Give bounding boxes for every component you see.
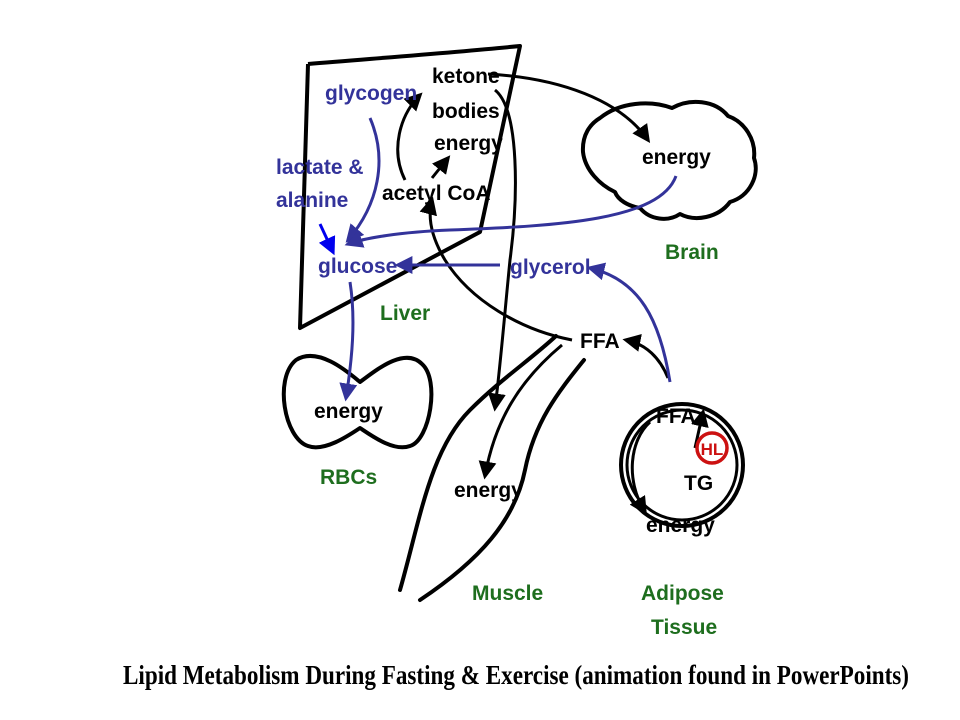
adipose-ffa-label: FFA bbox=[656, 405, 696, 428]
adipose-name-label-line2: Tissue bbox=[651, 616, 717, 639]
liver-glucose-label: glucose bbox=[318, 255, 397, 278]
arrow-adipose-to-glycerol bbox=[586, 262, 672, 383]
muscle-outline-right bbox=[418, 358, 586, 602]
arrow-ketone-to-muscle bbox=[487, 88, 517, 412]
ffa-label: FFA bbox=[580, 330, 620, 353]
liver-glycogen-label: glycogen bbox=[325, 82, 417, 105]
slide-caption: Lipid Metabolism During Fasting & Exerci… bbox=[123, 660, 909, 690]
rbc-outline bbox=[281, 353, 434, 450]
liver-ketone-label-line1: ketone bbox=[432, 65, 500, 88]
lactate-alanine-label-line2: alanine bbox=[276, 189, 348, 212]
brain-outline bbox=[580, 99, 758, 221]
muscle-energy-label: energy bbox=[454, 479, 523, 502]
adipose-cell-outer bbox=[619, 402, 745, 528]
arrow-ffa-to-acetylcoa bbox=[419, 196, 573, 342]
arrow-acetylcoa-to-energy bbox=[430, 155, 451, 179]
liver-acetylcoa-label: acetyl CoA bbox=[382, 182, 491, 205]
arrow-ffa-to-muscle bbox=[478, 343, 563, 480]
liver-ketone-label-line2: bodies bbox=[432, 100, 500, 123]
glycerol-label: glycerol bbox=[510, 256, 591, 279]
arrow-lactate-to-glucose bbox=[318, 223, 336, 256]
rbc-energy-label: energy bbox=[314, 400, 383, 423]
arrow-ketone-to-brain bbox=[487, 72, 651, 143]
muscle-name-label: Muscle bbox=[472, 582, 543, 605]
arrow-brain-to-glucose bbox=[344, 175, 678, 248]
liver-energy-label: energy bbox=[434, 132, 503, 155]
arrow-glycogen-to-glucose bbox=[345, 117, 381, 243]
liver-outline bbox=[298, 44, 522, 330]
adipose-cell-inner bbox=[625, 408, 739, 522]
brain-name-label: Brain bbox=[665, 241, 719, 264]
arrow-ffa-to-energy-adipose bbox=[629, 420, 652, 516]
arrow-tg-to-ffa bbox=[691, 408, 709, 449]
hl-label: HL bbox=[701, 440, 724, 459]
rbc-name-label: RBCs bbox=[320, 466, 377, 489]
arrow-glucose-to-rbc bbox=[339, 281, 358, 402]
adipose-tg-label: TG bbox=[684, 472, 713, 495]
hl-badge-circle bbox=[695, 431, 729, 465]
arrow-acetylcoa-to-ketone bbox=[396, 92, 423, 181]
brain-energy-label: energy bbox=[642, 146, 711, 169]
liver-name-label: Liver bbox=[380, 302, 430, 325]
muscle-outline-left bbox=[398, 334, 558, 592]
lactate-alanine-label-line1: lactate & bbox=[276, 156, 364, 179]
adipose-energy-label: energy bbox=[646, 514, 715, 537]
adipose-name-label-line1: Adipose bbox=[641, 582, 724, 605]
arrow-adipose-to-ffa bbox=[622, 334, 670, 379]
